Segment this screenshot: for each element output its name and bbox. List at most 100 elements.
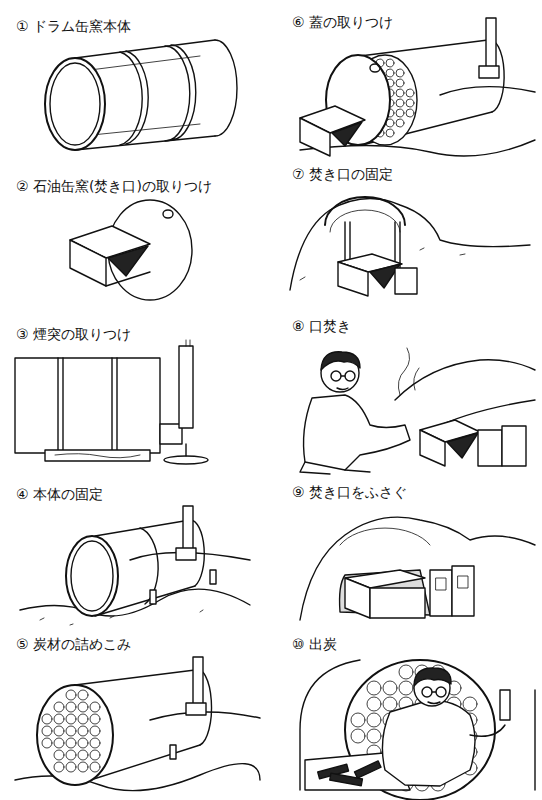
lid-with-firebox [70, 240, 106, 286]
person-charcoal [367, 681, 381, 695]
drum-fixed [20, 589, 250, 616]
firebox-fixed [300, 248, 465, 280]
drum-packed [78, 702, 88, 712]
person-charcoal [470, 725, 505, 736]
lid-attached [406, 109, 414, 117]
lid-with-firebox [108, 246, 148, 276]
lid-with-firebox [106, 272, 150, 286]
drum-packed [78, 750, 88, 760]
drum-packed [78, 690, 88, 700]
lid-attached [386, 59, 394, 67]
person-charcoal [414, 668, 451, 686]
drum-packed [78, 762, 88, 772]
drum-packed [54, 714, 64, 724]
lid-attached [486, 18, 496, 70]
lid-attached [396, 109, 404, 117]
person-charcoal [355, 761, 382, 778]
step-caption: ⑩ 出炭 [290, 636, 339, 653]
drum-body [215, 40, 237, 136]
step-caption: ⑤ 炭材の詰めこみ [14, 636, 133, 653]
lid-with-firebox [163, 210, 173, 218]
firebox-blocked [458, 576, 468, 588]
person-firing [331, 371, 341, 381]
drum-packed [170, 745, 176, 759]
step-caption: ① ドラム缶窯本体 [14, 18, 133, 35]
drum-fixed [176, 548, 196, 560]
lid-attached [300, 118, 330, 156]
person-charcoal [351, 713, 365, 727]
drum-packed [66, 726, 76, 736]
lid-attached [396, 99, 404, 107]
drum-packed [193, 657, 203, 707]
firebox-blocked [300, 517, 535, 620]
drum-fixed [210, 570, 216, 584]
drum-packed [42, 738, 52, 748]
drum-side-chimney [164, 456, 208, 464]
firebox-blocked [452, 566, 474, 616]
drum-packed [78, 726, 88, 736]
drum-side-chimney [45, 450, 150, 461]
firebox-fixed [395, 268, 417, 294]
drum-packed [54, 738, 64, 748]
firebox-blocked [436, 578, 446, 590]
person-charcoal [383, 697, 397, 711]
firebox-blocked [370, 588, 425, 618]
drum-body [50, 63, 100, 145]
person-firing [321, 352, 360, 370]
drum-packed [66, 762, 76, 772]
lid-attached [386, 69, 394, 77]
lid-attached [440, 87, 535, 95]
drum-fixed [183, 506, 193, 552]
drum-packed [66, 750, 76, 760]
person-charcoal [463, 697, 477, 711]
drum-packed [54, 726, 64, 736]
lid-attached [396, 69, 404, 77]
drum-packed [42, 690, 100, 772]
drum-packed [90, 750, 100, 760]
firebox-fixed [330, 210, 400, 232]
person-firing [300, 348, 535, 474]
step-caption: ⑧ 口焚き [290, 318, 353, 335]
lid-attached [300, 18, 535, 156]
drum-fixed [71, 541, 113, 611]
step-caption: ⑨ 焚き口をふさぐ [290, 484, 409, 501]
person-firing [300, 462, 370, 474]
firebox-fixed [325, 197, 405, 225]
drum-packed [37, 685, 113, 785]
firebox-blocked [430, 570, 452, 616]
drum-packed [15, 657, 260, 791]
person-firing [337, 376, 348, 390]
drum-packed [66, 690, 76, 700]
lid-attached [406, 99, 414, 107]
step-caption: ② 石油缶窯(焚き口)の取りつけ [14, 178, 214, 195]
person-charcoal [351, 665, 477, 791]
person-firing [304, 395, 410, 470]
drum-packed [90, 714, 100, 724]
person-charcoal [367, 729, 381, 743]
drum-body [90, 56, 200, 135]
firebox-fixed [338, 262, 368, 296]
step-caption: ⑥ 蓋の取りつけ [290, 14, 395, 31]
drum-packed [54, 750, 64, 760]
lid-attached [479, 66, 499, 78]
drum-fixed [140, 528, 158, 604]
person-charcoal [382, 700, 475, 786]
person-charcoal [500, 690, 510, 720]
drum-fixed [66, 536, 118, 616]
lid-attached [386, 129, 394, 137]
person-charcoal [428, 692, 440, 704]
person-charcoal [422, 687, 432, 697]
drum-fixed [20, 506, 250, 625]
lid-attached [396, 119, 404, 127]
drum-packed [54, 762, 64, 772]
person-charcoal [399, 681, 413, 695]
drum-packed [42, 714, 52, 724]
step-caption: ④ 本体の固定 [14, 486, 105, 503]
drum-side-chimney [185, 444, 186, 456]
drum-packed [75, 670, 200, 785]
person-firing [478, 430, 502, 466]
drum-packed [90, 762, 100, 772]
person-charcoal [300, 660, 535, 800]
drum-packed [66, 702, 76, 712]
person-charcoal [367, 697, 381, 711]
